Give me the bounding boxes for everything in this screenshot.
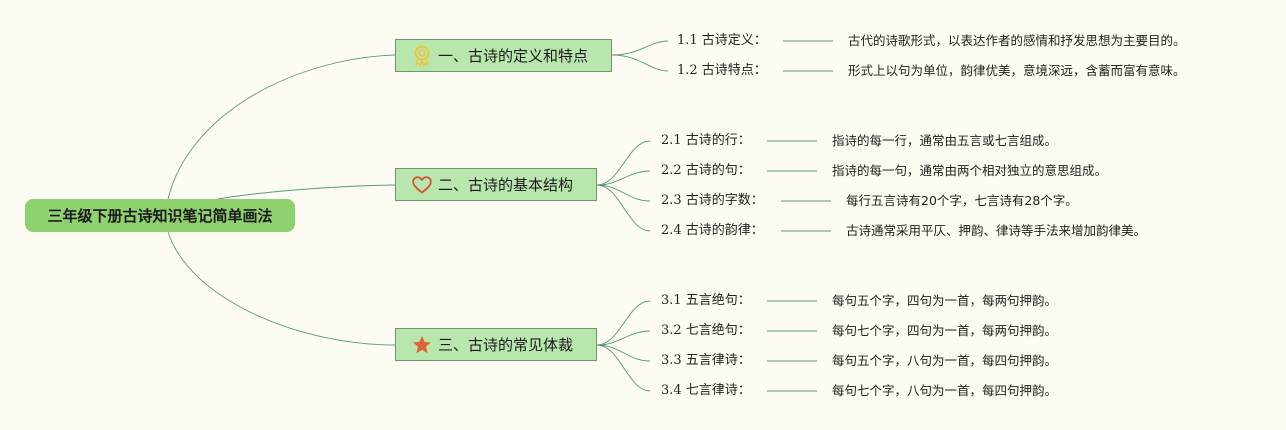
subtopic-description[interactable]: 每句七个字，八句为一首，每四句押韵。 (832, 383, 1058, 398)
subtopic-description[interactable]: 古诗通常采用平仄、押韵、律诗等手法来增加韵律美。 (846, 223, 1147, 238)
ribbon-badge-icon (411, 45, 433, 67)
connector-branch-3-item-1 (596, 300, 651, 346)
connector-branch-3-item-2 (596, 330, 651, 346)
root-topic[interactable]: 三年级下册古诗知识笔记简单画法 (25, 199, 295, 232)
subtopic-label[interactable]: 3.1 五言绝句： (661, 293, 751, 308)
subtopic-label[interactable]: 1.1 古诗定义： (677, 33, 767, 48)
subtopic-description[interactable]: 每行五言诗有20个字，七言诗有28个字。 (846, 193, 1078, 208)
subtopic-description[interactable]: 每句七个字，四句为一首，每两句押韵。 (832, 323, 1058, 338)
branch-topic-1[interactable]: 一、古诗的定义和特点 (395, 39, 612, 72)
root-topic-title: 三年级下册古诗知识笔记简单画法 (47, 207, 273, 225)
subtopic-description[interactable]: 每句五个字，八句为一首，每四句押韵。 (832, 353, 1058, 368)
branch-topic-1-title: 一、古诗的定义和特点 (438, 47, 589, 65)
branch-topic-2-title: 二、古诗的基本结构 (438, 176, 574, 194)
branch-topic-3[interactable]: 三、古诗的常见体裁 (395, 328, 597, 361)
subtopic-label[interactable]: 2.2 古诗的句： (661, 163, 751, 178)
star-icon (411, 334, 433, 356)
subtopic-description[interactable]: 指诗的每一句，通常由两个相对独立的意思组成。 (832, 163, 1108, 178)
connector-root-branch-1 (167, 54, 396, 200)
subtopic-description[interactable]: 指诗的每一行，通常由五言或七言组成。 (832, 133, 1058, 148)
branch-topic-2[interactable]: 二、古诗的基本结构 (395, 168, 597, 201)
subtopic-label[interactable]: 3.2 七言绝句： (661, 323, 751, 338)
connector-branch-3-item-4 (596, 344, 651, 392)
heart-icon (411, 174, 433, 196)
subtopic-description[interactable]: 古代的诗歌形式，以表达作者的感情和抒发思想为主要目的。 (848, 33, 1186, 48)
subtopic-description[interactable]: 每句五个字，四句为一首，每两句押韵。 (832, 293, 1058, 308)
connector-branch-2-item-4 (596, 184, 651, 232)
connector-root-branch-3 (167, 231, 396, 346)
subtopic-label[interactable]: 2.1 古诗的行： (661, 133, 751, 148)
subtopic-description[interactable]: 形式上以句为单位，韵律优美，意境深远，含蓄而富有意味。 (848, 63, 1186, 78)
branch-topic-3-title: 三、古诗的常见体裁 (438, 336, 574, 354)
connector-root-branch-2 (217, 184, 396, 200)
subtopic-label[interactable]: 3.3 五言律诗： (661, 353, 751, 368)
connector-branch-2-item-1 (596, 140, 651, 186)
connector-branch-1-item-1 (611, 40, 669, 56)
subtopic-label[interactable]: 2.4 古诗的韵律： (661, 223, 764, 238)
subtopic-label[interactable]: 3.4 七言律诗： (661, 383, 751, 398)
connector-branch-2-item-2 (596, 170, 651, 186)
subtopic-label[interactable]: 2.3 古诗的字数： (661, 193, 764, 208)
subtopic-label[interactable]: 1.2 古诗特点： (677, 63, 767, 78)
connector-branch-1-item-2 (611, 54, 669, 72)
